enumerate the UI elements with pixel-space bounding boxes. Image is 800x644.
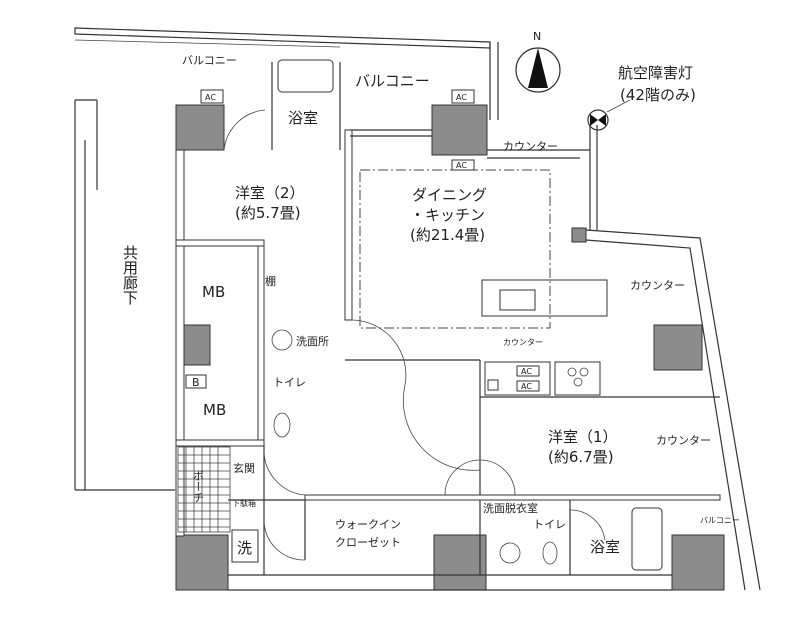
shoe-box-label: 下駄箱 [232,498,256,508]
western-room-1-size: (約6.7畳) [548,448,614,466]
bath-south-label: 浴室 [590,538,620,556]
toilet-south-label: トイレ [533,518,566,531]
ac-units: AC AC AC AC AC [200,89,540,392]
svg-text:AC: AC [456,93,467,102]
kitchen [481,279,608,396]
svg-text:AC: AC [456,161,467,170]
b-mark-box [185,374,207,389]
counter-north-label: カウンター [503,140,558,153]
north-label: N [533,30,541,43]
walk-in-closet-label: ウォークイン [335,518,401,531]
toilet-icon [273,412,291,438]
dining-kitchen-label-2: ・キッチン [410,206,485,224]
toilet-icon [542,541,558,565]
svg-text:AC: AC [521,382,532,391]
aviation-light-note: (42階のみ) [620,86,696,104]
b-mark: B [192,376,200,389]
door-swings [223,109,606,561]
dressing-room-label: 洗面脱衣室 [483,501,538,515]
western-room-2-size: (約5.7畳) [235,204,301,222]
sink-icon [271,329,293,351]
porch-label: ポーチ [192,470,205,503]
structural-columns [175,104,725,591]
counter-east-upper-label: カウンター [630,279,685,292]
north-compass-icon: N [515,30,561,93]
toilet-west-label: トイレ [273,376,306,389]
common-corridor-label: 共用廊下 [121,245,139,305]
washing-machine-space [231,529,259,563]
corridor-walls [74,99,175,491]
washing-label: 洗 [237,539,252,557]
bath-north-label: 浴室 [288,109,318,127]
balcony-n-label: バルコニー [355,72,430,90]
mb-lower-label: MB [203,401,226,419]
dining-kitchen-label: ダイニング [412,186,487,204]
porch-tiles [177,446,231,533]
balcony-se-label: バルコニー [700,516,740,525]
dining-kitchen-size: (約21.4畳) [410,226,485,244]
washroom-label: 洗面所 [296,335,329,348]
washer-icon [499,542,521,564]
shelf-label: 棚 [265,274,276,288]
western-room-2-label: 洋室（2） [235,184,305,202]
svg-text:AC: AC [521,367,532,376]
north-exterior [74,27,499,120]
bathtub-south [631,507,663,571]
bathtub-north [277,59,334,93]
western-room-1-label: 洋室（1） [548,428,618,446]
aviation-light-icon [587,99,631,131]
aviation-light-label: 航空障害灯 [618,64,693,82]
balcony-nw-label: バルコニー [182,54,237,67]
entrance-label: 玄関 [233,461,255,475]
mb-upper-label: MB [202,283,225,301]
kitchen-counter-label: カウンター [503,338,543,347]
counter-east-lower-label: カウンター [656,434,711,447]
interior-walls [175,62,761,591]
walk-in-closet-label-2: クローゼット [335,536,401,549]
svg-text:AC: AC [205,93,216,102]
